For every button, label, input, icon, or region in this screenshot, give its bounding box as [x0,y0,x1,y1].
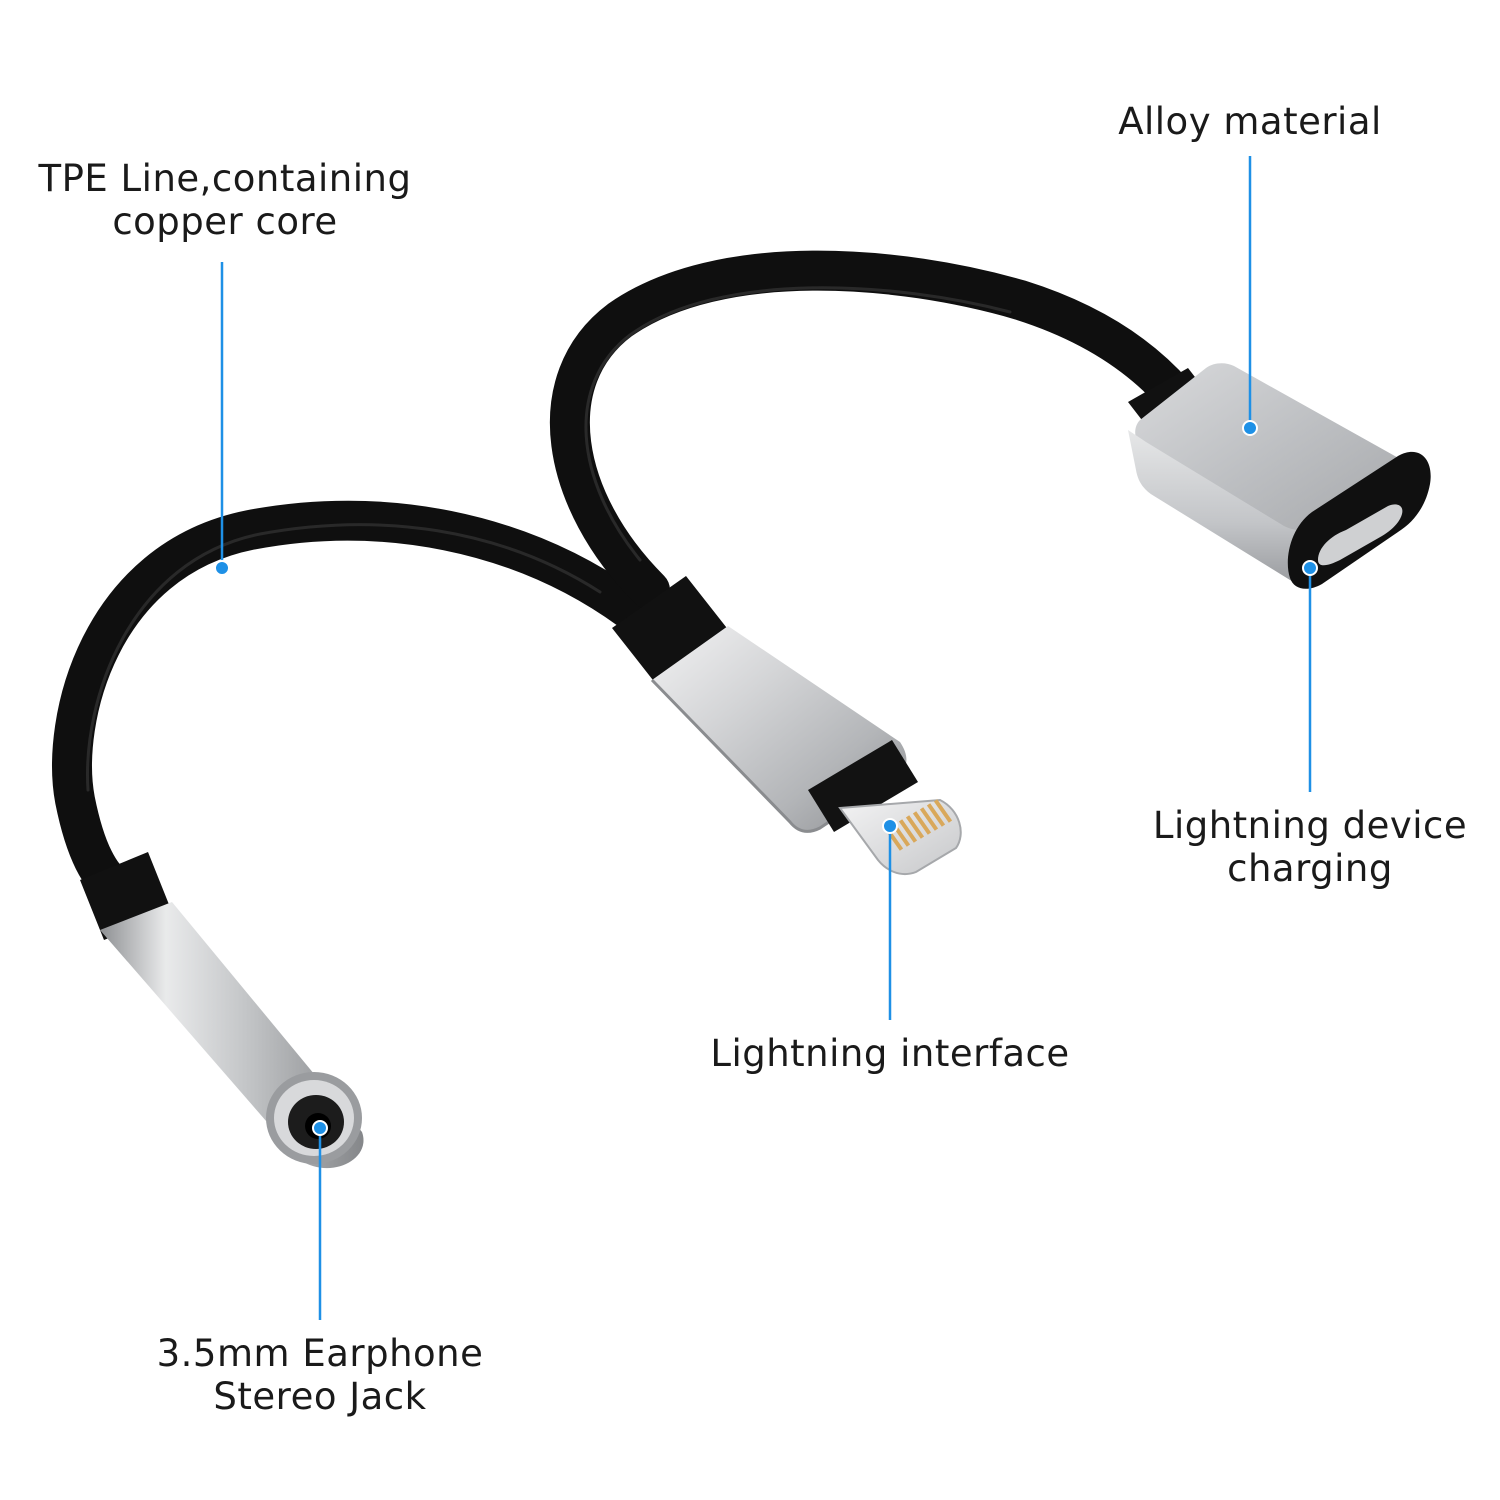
cable-left [52,500,650,910]
lightning-charging-port [1128,363,1431,589]
alloy-material-label: Alloy material [1080,100,1420,143]
lightning-device-charging-label-line1: Lightning device [1152,804,1468,847]
lightning-interface-label: Lightning interface [680,1032,1100,1075]
earphone-jack-label-line2: Stereo Jack [213,1375,427,1418]
lightning-plug-connector [612,576,962,876]
lightning-interface-label-line1: Lightning interface [710,1032,1070,1075]
cable-right [549,250,1195,610]
tpe-line-label-line2: copper core [112,200,338,243]
alloy-material-label-line1: Alloy material [1118,100,1382,143]
lightning-device-charging-label-line2: charging [1227,847,1393,890]
earphone-jack-label: 3.5mm Earphone Stereo Jack [120,1332,520,1418]
callout-lines [214,156,1318,1320]
earphone-jack-label-line1: 3.5mm Earphone [156,1332,484,1375]
tpe-line-label: TPE Line,containing copper core [20,157,430,243]
tpe-line-label-line1: TPE Line,containing [38,157,412,200]
lightning-device-charging-label: Lightning device charging [1130,804,1490,890]
